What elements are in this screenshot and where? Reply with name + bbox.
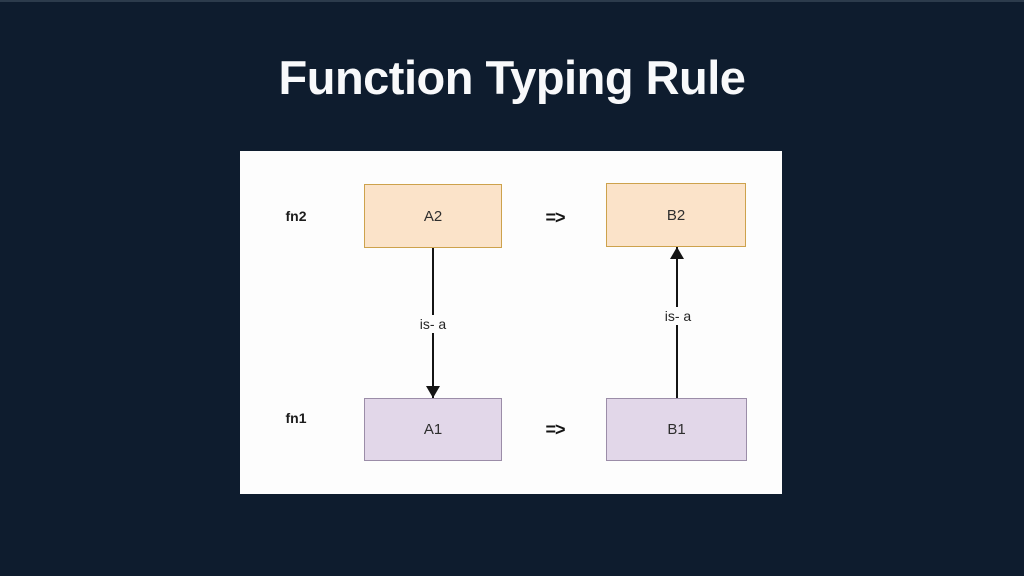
- implies-operator-fn2: =>: [545, 207, 565, 228]
- edge-a2-a1-label: is- a: [415, 315, 451, 333]
- node-b1: B1: [606, 398, 747, 461]
- node-b2: B2: [606, 183, 746, 247]
- row-label-fn1: fn1: [285, 410, 307, 426]
- node-a1: A1: [364, 398, 502, 461]
- slide-top-edge-divider: [0, 0, 1024, 2]
- arrowhead-up-icon: [670, 247, 684, 259]
- diagram-panel: fn2 fn1 A2 B2 A1 B1 => => is- a is- a: [240, 151, 782, 494]
- slide-title: Function Typing Rule: [278, 51, 746, 104]
- implies-operator-fn1: =>: [545, 419, 565, 440]
- node-b2-label: B2: [666, 206, 686, 224]
- node-a2: A2: [364, 184, 502, 248]
- edge-b1-b2-label: is- a: [660, 307, 696, 325]
- arrowhead-down-icon: [426, 386, 440, 398]
- node-a1-label: A1: [423, 421, 443, 438]
- node-b1-label: B1: [667, 421, 686, 438]
- node-a2-label: A2: [423, 207, 443, 225]
- row-label-fn2: fn2: [285, 208, 307, 224]
